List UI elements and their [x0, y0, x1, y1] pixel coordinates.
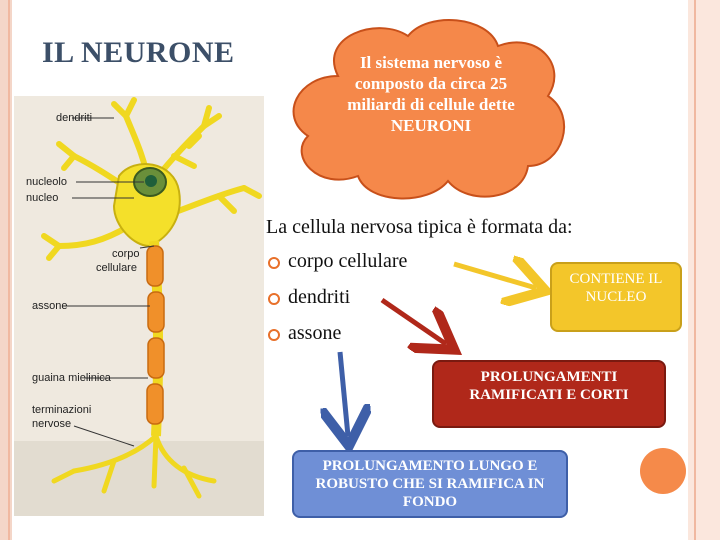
left-frame-strip	[0, 0, 12, 540]
neuron-diagram	[14, 96, 264, 516]
bullet-circle-icon	[268, 329, 280, 341]
intro-text: La cellula nervosa tipica è formata da:	[266, 216, 573, 238]
label-term-2: nervose	[32, 418, 72, 430]
label-corpo-2: cellulare	[96, 262, 137, 274]
bullet-item: assone	[266, 322, 407, 358]
label-term-1: terminazioni	[32, 404, 92, 416]
bullet-circle-icon	[268, 257, 280, 269]
axon-box: PROLUNGAMENTO LUNGO E ROBUSTO CHE SI RAM…	[292, 450, 568, 518]
cloud-shape	[292, 19, 565, 200]
dendrites-box: PROLUNGAMENTI RAMIFICATI E CORTI	[432, 360, 666, 428]
decorative-circle	[640, 448, 686, 494]
bullet-list: corpo cellulare dendriti assone	[266, 250, 407, 358]
slide-title: IL NEURONE	[42, 36, 235, 69]
arrow-blue	[340, 351, 348, 436]
label-assone: assone	[32, 300, 68, 312]
arrow-yellow	[453, 264, 536, 288]
label-dendriti: dendriti	[56, 112, 93, 124]
label-corpo-1: corpo	[112, 248, 140, 260]
bullet-circle-icon	[268, 293, 280, 305]
label-nucleolo: nucleolo	[26, 176, 67, 188]
label-nucleo: nucleo	[26, 192, 59, 204]
right-frame-strip	[688, 0, 720, 540]
bullet-item: dendriti	[266, 286, 407, 322]
cloud-text: Il sistema nervoso è composto da circa 2…	[347, 53, 515, 135]
label-guaina: guaina mielinica	[32, 372, 111, 384]
nucleus-box: CONTIENE IL NUCLEO	[550, 262, 682, 332]
bullet-item: corpo cellulare	[266, 250, 407, 286]
